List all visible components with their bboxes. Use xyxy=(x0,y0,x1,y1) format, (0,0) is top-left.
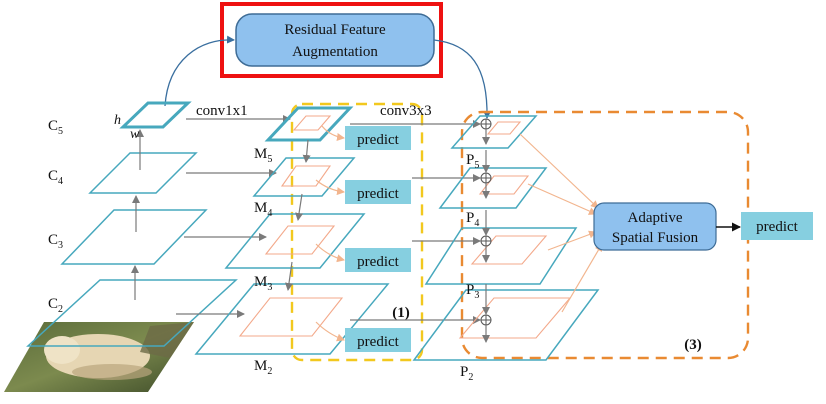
asf-label-line1: Adaptive xyxy=(628,210,683,226)
predict-label-m2: predict xyxy=(357,334,399,350)
predict-box-m5 xyxy=(345,126,411,150)
fusion-p2 xyxy=(561,243,603,313)
m3-predict-arrow xyxy=(315,243,345,263)
predict-box-m3 xyxy=(345,248,411,272)
inner-p3 xyxy=(470,235,548,265)
plane-m3 xyxy=(224,213,366,269)
op-output: conv3x3 xyxy=(380,103,432,119)
label-m4: M4 xyxy=(254,200,272,219)
inner-p5 xyxy=(486,121,522,135)
plane-p2 xyxy=(412,289,600,361)
predict-box-final xyxy=(741,212,813,240)
lateral-arrows xyxy=(176,115,291,318)
plane-c2 xyxy=(26,279,238,347)
inner-m5 xyxy=(292,115,332,131)
plane-c4 xyxy=(88,152,198,194)
rfa-output-arrow xyxy=(433,39,492,119)
bear-head xyxy=(44,336,80,364)
sum-node-crosses xyxy=(481,119,491,325)
backbone-arrows xyxy=(131,129,144,300)
predict-label-m3: predict xyxy=(357,254,399,270)
region-1-label: (1) xyxy=(392,305,410,321)
plane-m5 xyxy=(264,106,354,142)
rfa-label-line1: Residual Feature xyxy=(284,22,386,38)
fpn-inner-rects xyxy=(238,115,344,337)
td-m5-m4 xyxy=(302,139,311,163)
inner-m4 xyxy=(280,165,332,187)
bear-shadow xyxy=(72,364,152,380)
plane-c5 xyxy=(119,101,192,129)
rfa-module: Residual Feature Augmentation xyxy=(220,2,443,78)
conv3x3-arrows xyxy=(350,120,481,324)
predict-boxes-m: predict predict predict predict xyxy=(345,126,411,352)
label-p4: P4 xyxy=(466,210,479,229)
label-c4: C4 xyxy=(48,168,63,187)
plane-p5 xyxy=(450,115,538,149)
dim-w: w xyxy=(130,127,140,142)
region-1-box xyxy=(290,102,424,362)
m4-predict-arrow xyxy=(315,179,345,196)
inner-p2 xyxy=(458,297,572,339)
op-lateral: conv1x1 xyxy=(196,103,248,119)
fusion-arrows xyxy=(519,133,603,313)
predict-label-final: predict xyxy=(756,219,798,235)
label-m2: M2 xyxy=(254,358,272,377)
label-m3: M3 xyxy=(254,274,272,293)
td-m4-m3 xyxy=(295,193,304,221)
input-image xyxy=(4,322,194,392)
plane-m4 xyxy=(252,157,356,197)
output-planes xyxy=(412,115,600,361)
rfa-label-line2: Augmentation xyxy=(292,44,378,60)
fusion-p5 xyxy=(519,133,599,209)
topdown-arrows xyxy=(285,139,311,291)
predict-box-m2 xyxy=(345,328,411,352)
label-p3: P3 xyxy=(466,282,479,301)
predict-label-m5: predict xyxy=(357,132,399,148)
plane-c3 xyxy=(60,209,208,265)
fusion-p3 xyxy=(547,230,597,251)
asf-label-line2: Spatial Fusion xyxy=(612,230,699,246)
label-p5: P5 xyxy=(466,152,479,171)
label-c3: C3 xyxy=(48,232,63,251)
label-m5: M5 xyxy=(254,146,272,165)
plane-m2 xyxy=(194,283,390,355)
predict-box-m4 xyxy=(345,180,411,204)
plane-p3 xyxy=(424,227,578,285)
output-inner-rects xyxy=(458,121,572,339)
m2-predict-arrow xyxy=(315,321,345,342)
label-c5: C5 xyxy=(48,118,63,137)
inner-m2 xyxy=(238,297,344,337)
region-3-label: (3) xyxy=(684,337,702,353)
fpn-planes xyxy=(194,106,390,355)
backbone-planes xyxy=(26,101,238,347)
inner-p4 xyxy=(478,175,530,195)
inner-m3 xyxy=(264,225,336,255)
asf-module: Adaptive Spatial Fusion xyxy=(593,202,717,251)
m-predict-arrows xyxy=(315,125,345,342)
predict-label-m4: predict xyxy=(357,186,399,202)
fusion-p4 xyxy=(527,183,597,215)
label-c2: C2 xyxy=(48,296,63,315)
rfa-input-arrow xyxy=(164,35,235,107)
plane-p4 xyxy=(438,167,548,209)
td-m3-m2 xyxy=(285,261,293,291)
m5-predict-arrow xyxy=(321,125,345,141)
dim-h: h xyxy=(114,113,121,128)
label-p2: P2 xyxy=(460,364,473,383)
